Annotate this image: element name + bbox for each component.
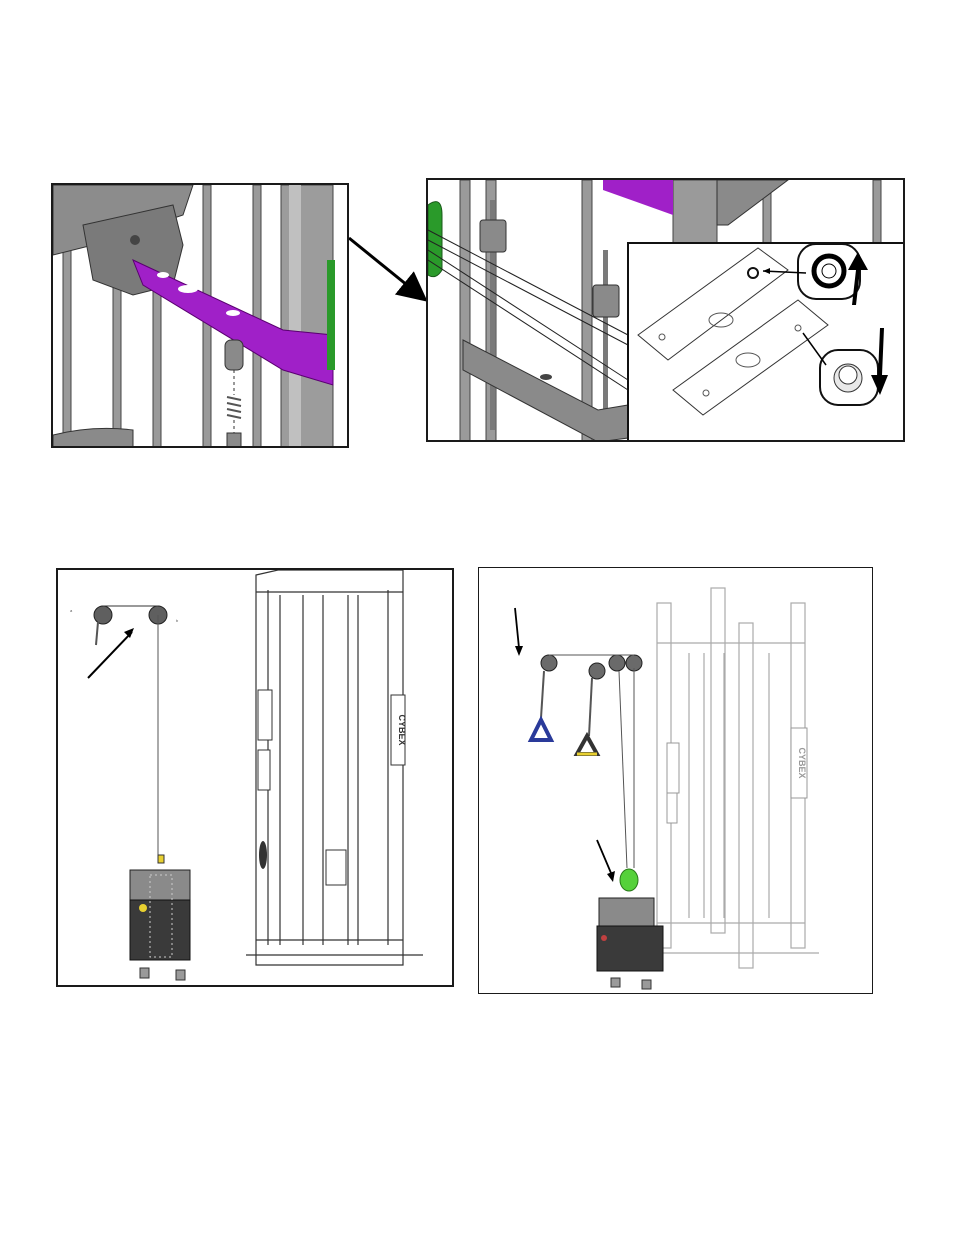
- guide-rods-illustration: [428, 180, 903, 440]
- brand-logo: CYBEX: [397, 714, 407, 745]
- figure-single-stack-cable-routing: a b CYBE: [56, 568, 454, 987]
- svg-text:b: b: [176, 618, 179, 623]
- figure-dual-handle-cable-routing: CYBEX: [478, 567, 873, 994]
- brand-logo-2: CYBEX: [797, 747, 807, 778]
- figure-weight-stack-guide-rods: [426, 178, 905, 442]
- svg-text:a: a: [70, 608, 73, 613]
- pulley-bracket-illustration: [53, 185, 347, 446]
- dual-handle-illustration: CYBEX: [479, 568, 872, 993]
- single-stack-illustration: a b CYBE: [58, 570, 452, 985]
- figure-pulley-bracket-closeup: [51, 183, 349, 448]
